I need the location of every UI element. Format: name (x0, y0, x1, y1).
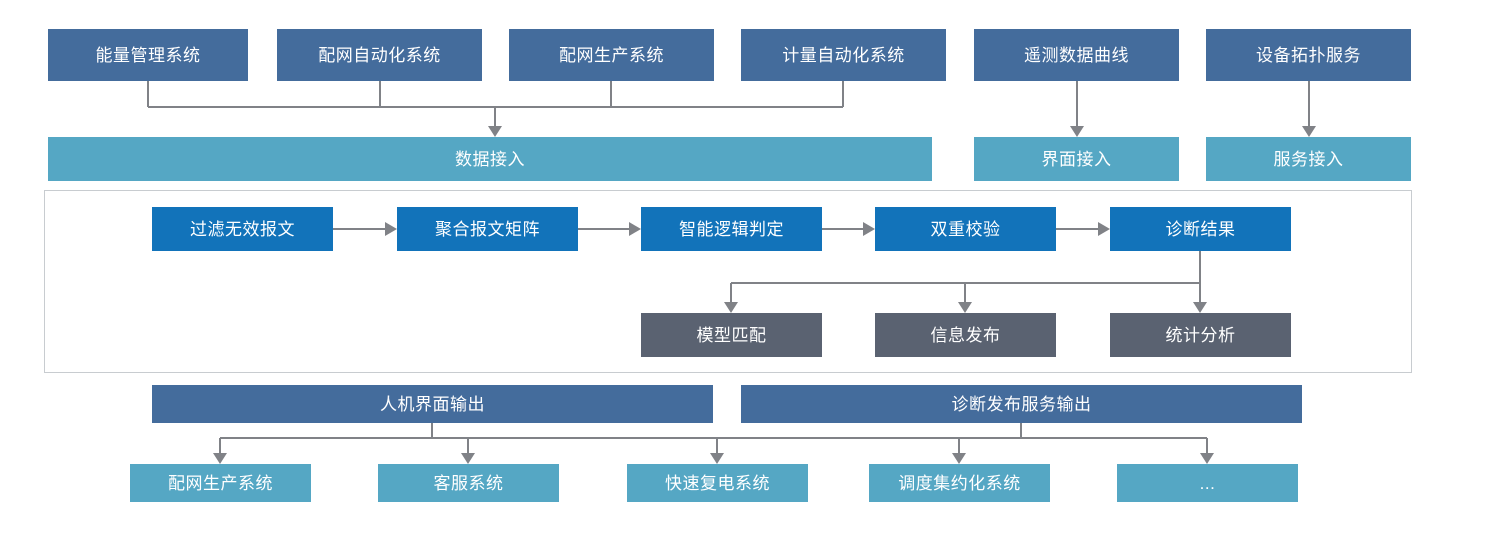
access-node-interface-access[interactable]: 界面接入 (974, 137, 1179, 181)
source-node-metering-automation[interactable]: 计量自动化系统 (741, 29, 946, 81)
consumer-node-more[interactable]: ... (1117, 464, 1298, 502)
pipeline-node-dual-verification[interactable]: 双重校验 (875, 207, 1056, 251)
pipeline-node-filter-invalid-messages[interactable]: 过滤无效报文 (152, 207, 333, 251)
source-node-topology-service[interactable]: 设备拓扑服务 (1206, 29, 1411, 81)
source-node-distribution-production[interactable]: 配网生产系统 (509, 29, 714, 81)
connector-hmi-output-bus (213, 423, 724, 464)
consumer-node-rapid-restoration[interactable]: 快速复电系统 (627, 464, 808, 502)
connector-service-output-bus (717, 423, 1214, 464)
pipeline-node-intelligent-logic-decision[interactable]: 智能逻辑判定 (641, 207, 822, 251)
pipeline-node-aggregate-message-matrix[interactable]: 聚合报文矩阵 (397, 207, 578, 251)
source-node-telemetry-curve[interactable]: 遥测数据曲线 (974, 29, 1179, 81)
source-node-distribution-automation[interactable]: 配网自动化系统 (277, 29, 482, 81)
output-node-diagnosis-publish-service-output[interactable]: 诊断发布服务输出 (741, 385, 1302, 423)
connector-interface-access (1070, 81, 1084, 137)
result-node-statistical-analysis[interactable]: 统计分析 (1110, 313, 1291, 357)
consumer-node-dispatch-intensive[interactable]: 调度集约化系统 (869, 464, 1050, 502)
consumer-node-customer-service[interactable]: 客服系统 (378, 464, 559, 502)
access-node-data-access[interactable]: 数据接入 (48, 137, 932, 181)
result-node-model-matching[interactable]: 模型匹配 (641, 313, 822, 357)
pipeline-node-diagnosis-result[interactable]: 诊断结果 (1110, 207, 1291, 251)
access-node-service-access[interactable]: 服务接入 (1206, 137, 1411, 181)
connector-service-access (1302, 81, 1316, 137)
source-node-energy-management[interactable]: 能量管理系统 (48, 29, 248, 81)
consumer-node-distribution-production[interactable]: 配网生产系统 (130, 464, 311, 502)
connector-source-bus (147, 81, 844, 137)
processing-panel (44, 190, 1412, 373)
result-node-information-release[interactable]: 信息发布 (875, 313, 1056, 357)
output-node-hmi-output[interactable]: 人机界面输出 (152, 385, 713, 423)
